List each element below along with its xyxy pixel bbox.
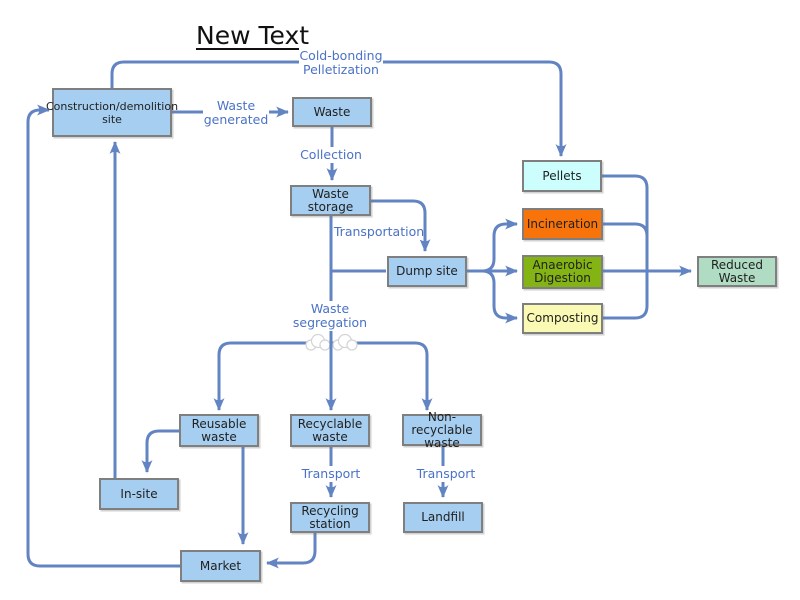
edge-label-cold-bonding-pelletization[interactable]: Cold-bonding Pelletization [299,48,383,78]
node-pellets[interactable]: Pellets [522,160,602,192]
node-market[interactable]: Market [180,550,261,582]
connector-segregation-to-nonrecyclable [331,341,433,411]
node-reduced-waste[interactable]: Reduced Waste [697,256,777,287]
edge-label-waste-segregation[interactable]: Waste segregation [288,301,372,331]
node-reusable-waste[interactable]: Reusable waste [179,414,259,447]
connector-storage-to-dumpsite [371,199,431,252]
edge-label-transport-landfill[interactable]: Transport [416,466,476,482]
node-dump-site[interactable]: Dump site [387,256,467,287]
node-waste[interactable]: Waste [292,97,372,127]
connector-reusable-to-insite [141,429,179,473]
connector-composting-merge [603,271,649,320]
node-in-site[interactable]: In-site [99,478,179,510]
connector-pellets-merge [602,174,649,271]
connector-station-to-market [266,533,317,569]
connector-market-to-construction [26,104,180,568]
edge-label-collection[interactable]: Collection [298,147,364,163]
line-hop-cloud-icon [305,333,331,351]
connector-dumpsite-to-composting [467,269,518,324]
connector-incineration-merge [603,222,649,271]
diagram-title[interactable]: New Text [196,21,310,50]
node-non-recyclable-waste[interactable]: Non- recyclable waste [402,410,482,449]
node-incineration[interactable]: Incineration [522,208,603,240]
node-landfill[interactable]: Landfill [403,502,483,533]
edge-label-waste-generated[interactable]: Waste generated [203,98,269,128]
node-recycling-station[interactable]: Recycling station [290,502,370,533]
node-anaerobic-digestion[interactable]: Anaerobic Digestion [522,255,603,289]
node-recyclable-waste[interactable]: Recyclable waste [290,414,370,447]
line-hop-cloud-icon [332,333,358,351]
node-construction-demolition-site[interactable]: Construction/demolition site [46,88,178,137]
edge-label-transportation[interactable]: Transportation [333,224,425,240]
connector-dumpsite-to-incineration [467,218,518,273]
node-waste-storage[interactable]: Waste storage [290,185,371,216]
connector-segregation-to-reusable [213,341,331,411]
edge-label-transport-recycling[interactable]: Transport [301,466,361,482]
node-composting[interactable]: Composting [522,303,603,334]
